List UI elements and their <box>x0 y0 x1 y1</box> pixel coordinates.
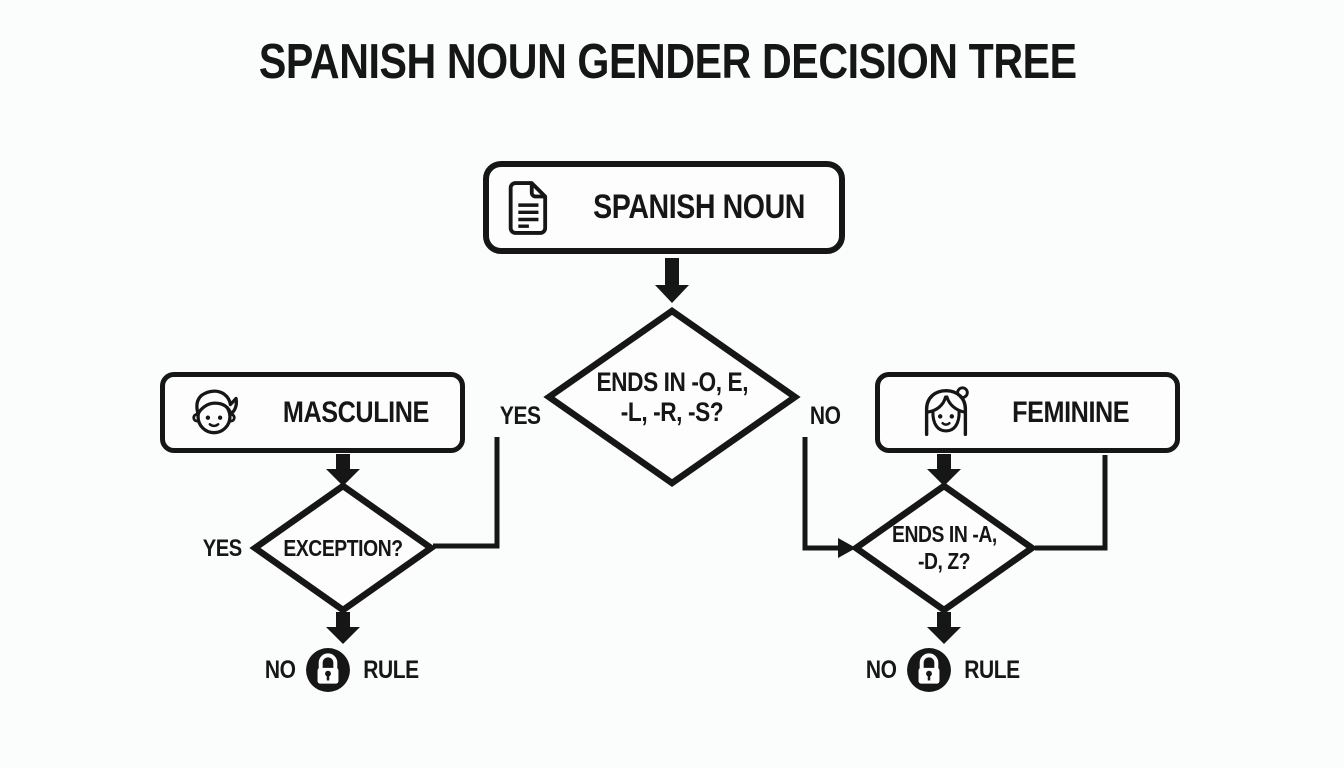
edge-root-yes-line <box>433 437 500 549</box>
root-decision-line2: -L, -R, -S? <box>620 397 724 427</box>
endings-decision-label: ENDS IN -A, -D, Z? <box>844 521 1044 575</box>
endings-decision-diamond <box>850 482 1038 614</box>
padlock-icon <box>306 648 351 692</box>
feminine-node: FEMININE <box>875 372 1180 453</box>
edge-root-no-arrowhead <box>838 538 856 558</box>
masculine-rule-no-label: NO <box>264 655 296 684</box>
root-decision-diamond <box>543 307 801 487</box>
masculine-node-label: MASCULINE <box>282 395 429 429</box>
edge-feminine-loop-line <box>1035 455 1108 551</box>
masculine-rule-rule-label: RULE <box>363 655 420 684</box>
exception-decision-diamond <box>249 482 437 614</box>
edge-root-no-label: NO <box>809 402 841 430</box>
endings-decision-line1: ENDS IN -A, <box>891 521 997 547</box>
masculine-rule-outcome: NO RULE <box>253 646 433 694</box>
page-title-text: SPANISH NOUN GENDER DECISION TREE <box>259 35 1077 89</box>
arrow-feminine-to-endings <box>927 454 961 486</box>
masculine-node: MASCULINE <box>160 372 465 453</box>
feminine-rule-outcome: NO RULE <box>854 646 1034 694</box>
edge-exception-yes-label: YES <box>202 535 242 562</box>
arrow-exception-to-rule <box>326 612 360 644</box>
girl-face-icon <box>924 385 969 436</box>
arrow-endings-to-rule <box>927 612 961 644</box>
document-icon <box>508 180 547 235</box>
page-title: SPANISH NOUN GENDER DECISION TREE <box>0 36 1336 88</box>
arrow-start-to-root <box>655 258 689 303</box>
root-decision-label: ENDS IN -O, E, -L, -R, -S? <box>552 367 792 427</box>
feminine-node-label: FEMININE <box>1011 395 1130 429</box>
boy-face-icon <box>191 389 238 434</box>
start-node: SPANISH NOUN <box>483 161 845 254</box>
edge-root-no-line <box>802 437 838 551</box>
root-decision-line1: ENDS IN -O, E, <box>596 367 748 397</box>
start-node-label: SPANISH NOUN <box>593 188 805 226</box>
arrow-masculine-to-exception <box>326 454 360 486</box>
feminine-rule-no-label: NO <box>865 655 897 684</box>
edge-root-yes-label: YES <box>499 402 541 430</box>
padlock-icon <box>907 648 952 692</box>
endings-decision-line2: -D, Z? <box>917 548 971 574</box>
exception-decision-label: EXCEPTION? <box>283 535 403 561</box>
feminine-rule-rule-label: RULE <box>964 655 1021 684</box>
